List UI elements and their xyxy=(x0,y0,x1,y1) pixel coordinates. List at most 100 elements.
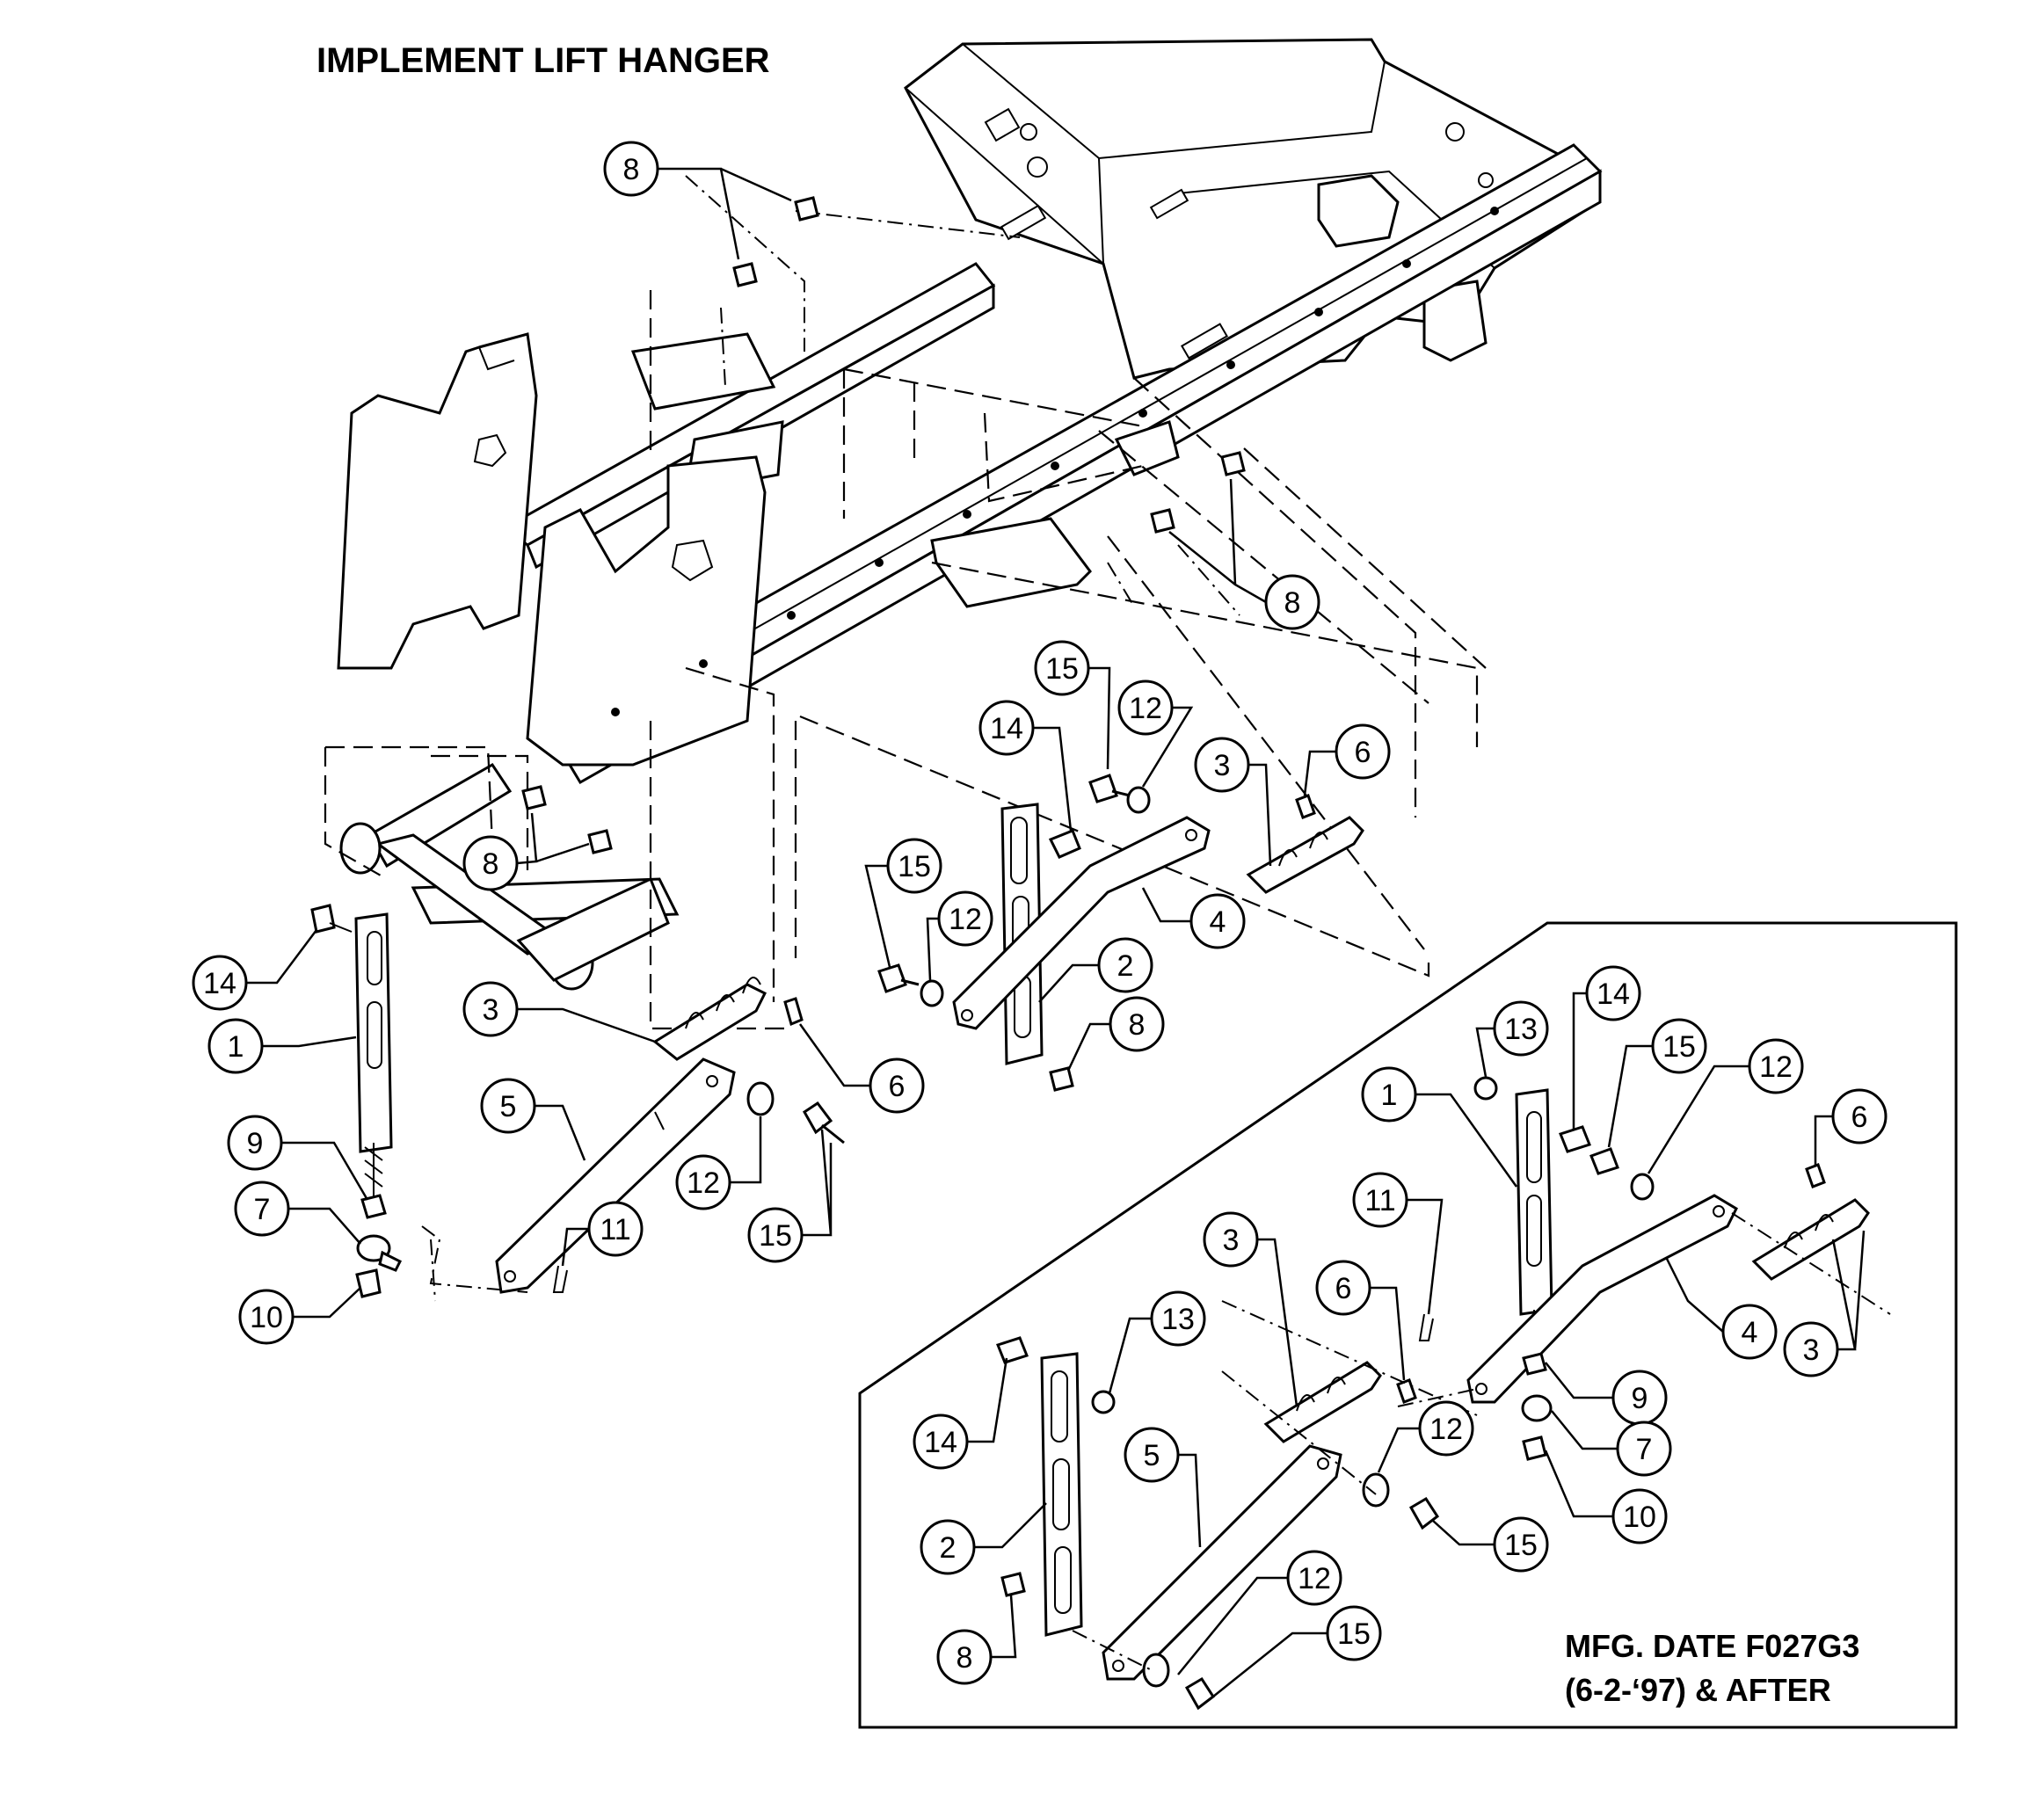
svg-text:13: 13 xyxy=(1504,1013,1538,1046)
callout: 12 xyxy=(1117,679,1194,788)
tractor-frame xyxy=(337,38,1603,785)
inset-adjuster-hardware xyxy=(1521,1352,1553,1461)
inset-lift-arm-5 xyxy=(1102,1444,1342,1681)
callout: 9 xyxy=(227,1115,369,1201)
callout: 9 xyxy=(1545,1362,1668,1426)
svg-text:3: 3 xyxy=(1214,749,1231,782)
inset-bolt-14-left xyxy=(996,1336,1029,1364)
pivot-tube-assembly xyxy=(339,763,680,991)
bolt-14-center xyxy=(1048,829,1081,859)
svg-text:7: 7 xyxy=(1636,1433,1653,1466)
callout: 7 xyxy=(1551,1410,1672,1477)
svg-text:14: 14 xyxy=(924,1426,957,1459)
callout: 6 xyxy=(1303,723,1391,796)
svg-text:6: 6 xyxy=(1851,1101,1868,1134)
inset-locknut-13-right xyxy=(1473,1076,1498,1101)
inset-washer-12-bottom xyxy=(1142,1653,1170,1688)
callout: 10 xyxy=(1544,1450,1668,1544)
svg-text:15: 15 xyxy=(1337,1617,1371,1651)
callouts-main: 8 8 8 15 12 14 xyxy=(192,141,1391,1345)
svg-text:9: 9 xyxy=(247,1127,264,1160)
callout: 1 xyxy=(207,1018,357,1074)
callout: 3 xyxy=(462,981,656,1043)
callout: 4 xyxy=(1141,887,1246,949)
svg-text:12: 12 xyxy=(1298,1562,1331,1595)
diagram-title: IMPLEMENT LIFT HANGER xyxy=(316,41,770,80)
callout: 2 xyxy=(1038,937,1153,1003)
inset-hairpin-11 xyxy=(1418,1313,1434,1341)
svg-text:12: 12 xyxy=(1129,692,1162,725)
callout: 6 xyxy=(1814,1088,1888,1165)
svg-text:7: 7 xyxy=(254,1193,271,1226)
callout: 14 xyxy=(192,929,317,1011)
inset-washer-12-center xyxy=(1362,1472,1390,1508)
svg-text:8: 8 xyxy=(957,1641,973,1675)
svg-text:14: 14 xyxy=(1597,977,1630,1011)
svg-text:12: 12 xyxy=(949,903,982,936)
assembly-dash-lines xyxy=(324,175,1487,1302)
svg-text:4: 4 xyxy=(1210,905,1226,939)
svg-text:6: 6 xyxy=(1355,736,1371,769)
inset-clevis-pin-15-right xyxy=(1589,1147,1619,1175)
svg-text:15: 15 xyxy=(898,850,931,883)
lift-link-1 xyxy=(354,912,393,1200)
callout: 5 xyxy=(1124,1427,1202,1548)
svg-text:8: 8 xyxy=(1129,1008,1146,1042)
inset-bolt-14-right xyxy=(1559,1125,1591,1153)
svg-text:12: 12 xyxy=(687,1166,720,1200)
inset-locknut-8 xyxy=(1000,1572,1026,1597)
clevis-pin-15-center-left xyxy=(877,963,920,993)
inset-locknut-13-left xyxy=(1091,1390,1116,1414)
clevis-pin-15-center-top xyxy=(1088,774,1131,803)
clevis-pin-15-left xyxy=(803,1101,845,1145)
locknut-8-left-b xyxy=(587,829,613,854)
screw-6-left xyxy=(783,997,804,1027)
inset-lift-arm-4 xyxy=(1466,1194,1738,1404)
callout: 3 xyxy=(1194,737,1272,867)
callout: 6 xyxy=(1315,1260,1406,1381)
svg-text:11: 11 xyxy=(600,1213,630,1246)
inset-screw-6-center xyxy=(1396,1378,1417,1404)
callout: 11 xyxy=(561,1201,644,1267)
inset-washer-12-right xyxy=(1630,1173,1655,1201)
callout: 12 xyxy=(1377,1400,1474,1473)
callout: 14 xyxy=(913,1357,1008,1470)
callout: 5 xyxy=(480,1078,586,1161)
svg-text:12: 12 xyxy=(1759,1050,1793,1084)
lift-arm-5-left xyxy=(495,1057,736,1294)
callout: 10 xyxy=(238,1287,361,1345)
svg-text:10: 10 xyxy=(1623,1501,1656,1534)
inset-lift-link-2 xyxy=(1040,1352,1083,1637)
inset-clevis-pin-15-bottom xyxy=(1184,1676,1216,1711)
locknut-8-top-a xyxy=(732,262,758,287)
main-view-parts xyxy=(310,196,1364,1298)
callout: 3 xyxy=(1783,1230,1866,1377)
inset-bracket-3-right xyxy=(1751,1198,1870,1281)
hanger-bracket-3-left xyxy=(652,977,767,1061)
callout: 14 xyxy=(978,700,1073,832)
callout: 12 xyxy=(675,1116,762,1210)
svg-text:15: 15 xyxy=(1045,652,1079,686)
svg-text:5: 5 xyxy=(1144,1439,1160,1472)
svg-text:1: 1 xyxy=(1381,1079,1398,1112)
washer-12-center-top xyxy=(1126,786,1151,814)
adjuster-hardware xyxy=(355,1194,403,1298)
svg-text:12: 12 xyxy=(1429,1413,1463,1446)
hanger-bracket-3-center xyxy=(1246,816,1364,894)
svg-text:6: 6 xyxy=(889,1070,906,1103)
svg-text:8: 8 xyxy=(483,847,499,881)
callout: 8 xyxy=(1066,996,1165,1072)
locknut-8-left-a xyxy=(521,785,547,810)
rail-holes xyxy=(611,207,1499,716)
callout: 6 xyxy=(798,1023,925,1114)
locknut-8-right-a xyxy=(1220,451,1246,476)
svg-text:5: 5 xyxy=(500,1090,517,1123)
locknut-8-right-b xyxy=(1150,508,1175,534)
svg-text:13: 13 xyxy=(1161,1303,1195,1336)
inset-bracket-3-center xyxy=(1263,1361,1382,1443)
svg-text:8: 8 xyxy=(1284,586,1301,620)
callout: 13 xyxy=(1108,1290,1206,1394)
inset-caption-line2: (6-2-‘97) & AFTER xyxy=(1565,1672,1831,1708)
washer-12-center-left xyxy=(920,979,944,1007)
